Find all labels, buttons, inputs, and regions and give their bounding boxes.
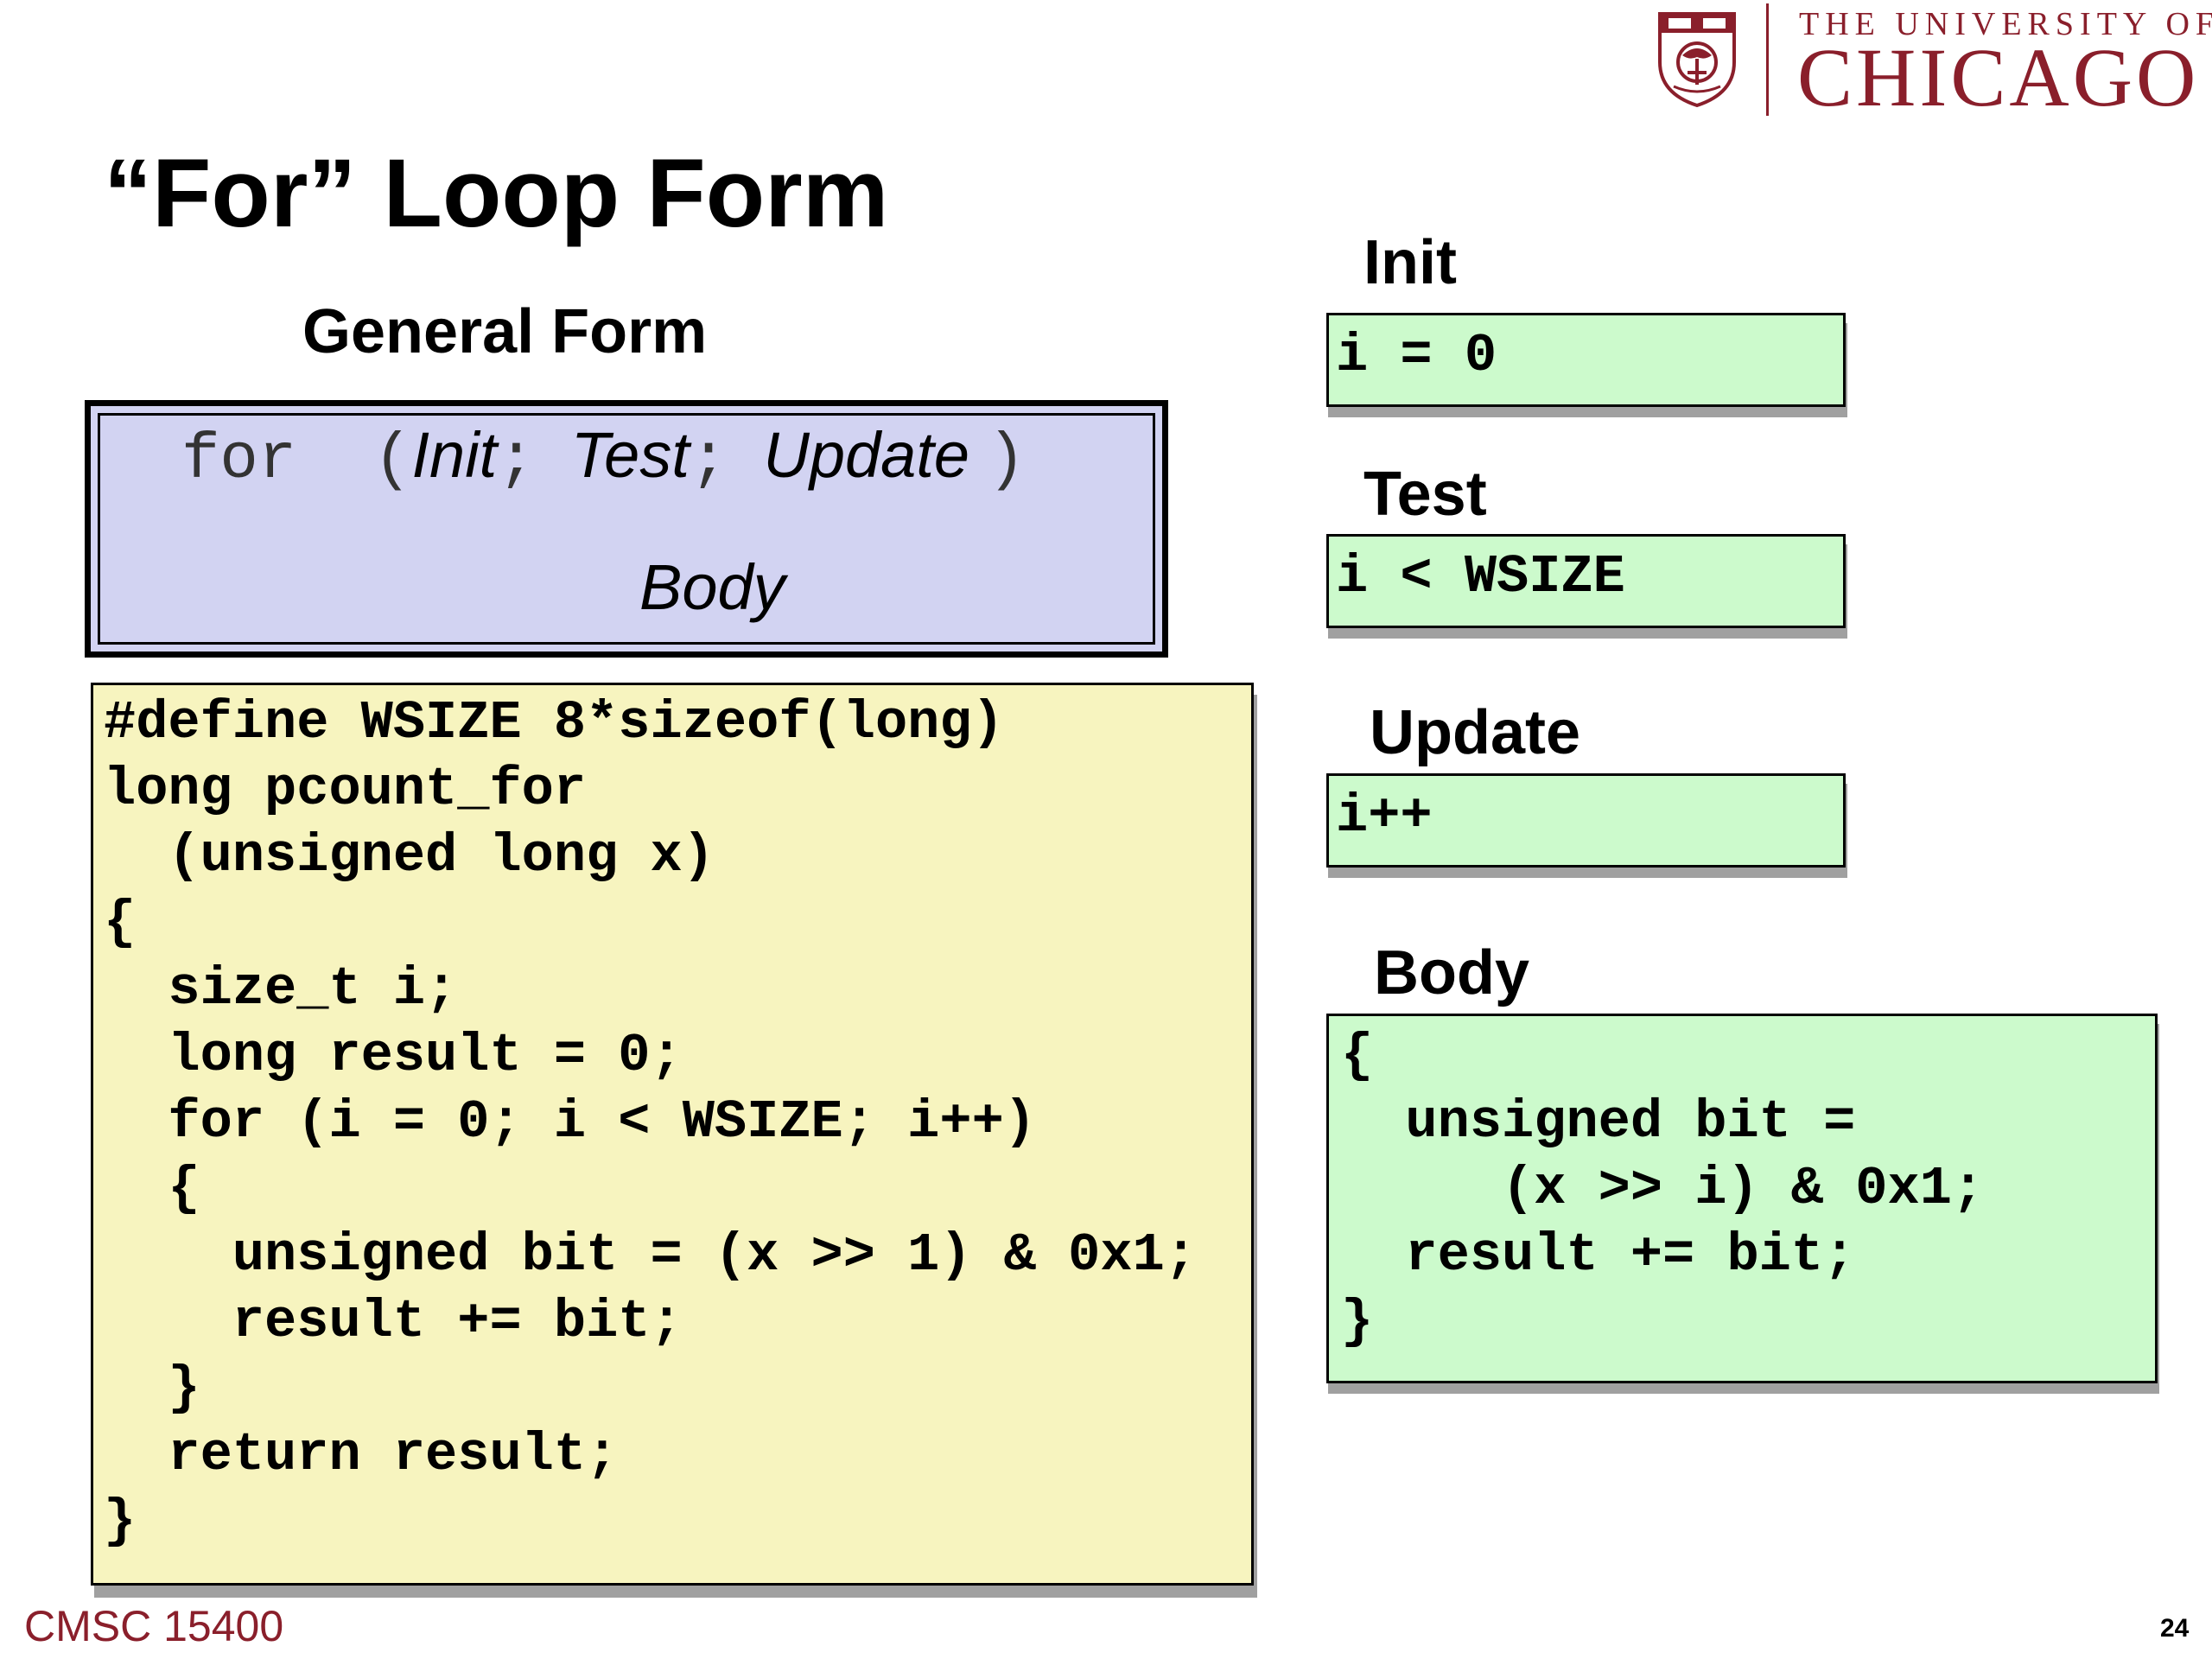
- code-line: return result;: [104, 1424, 619, 1485]
- code-line: {: [1341, 1025, 1374, 1086]
- init-placeholder: Init: [411, 419, 498, 491]
- for-keyword: for: [181, 424, 297, 497]
- code-line: {: [104, 892, 137, 953]
- code-example-box: [91, 683, 1254, 1586]
- body-label: Body: [1374, 938, 1529, 1007]
- code-line: }: [1341, 1291, 1374, 1352]
- body-placeholder: Body: [639, 551, 785, 623]
- page-number: 24: [2160, 1614, 2190, 1643]
- general-form-header-line: for (Init; Test; Update ): [181, 423, 1026, 493]
- body-box: [1326, 1014, 2158, 1383]
- code-line: long pcount_for: [104, 759, 587, 820]
- init-label: Init: [1363, 228, 1457, 297]
- general-form-box: [85, 400, 1168, 658]
- test-label: Test: [1363, 460, 1487, 529]
- code-line: }: [104, 1491, 137, 1552]
- semicolon-1: ;: [497, 424, 536, 497]
- logo-chicago-text: CHICAGO: [1797, 31, 2200, 124]
- code-line: long result = 0;: [104, 1025, 683, 1086]
- update-box: [1326, 773, 1846, 868]
- code-line: unsigned bit = (x >> 1) & 0x1;: [104, 1224, 1198, 1286]
- test-code: i < WSIZE: [1336, 546, 1625, 607]
- body-code: { unsigned bit = (x >> i) & 0x1; result …: [1341, 1022, 1984, 1355]
- code-line: }: [104, 1357, 200, 1419]
- update-label: Update: [1370, 698, 1581, 767]
- test-placeholder: Test: [570, 419, 690, 491]
- general-form-heading: General Form: [302, 297, 708, 366]
- logo-divider: [1766, 3, 1769, 116]
- code-line: (x >> i) & 0x1;: [1341, 1158, 1985, 1219]
- course-name: CMSC 15400: [24, 1602, 284, 1650]
- code-line: #define WSIZE 8*sizeof(long): [104, 692, 1004, 753]
- open-paren: (: [373, 424, 412, 497]
- code-line: unsigned bit =: [1341, 1091, 1856, 1153]
- code-line: for (i = 0; i < WSIZE; i++): [104, 1091, 1036, 1153]
- update-code: i++: [1336, 785, 1433, 847]
- init-box: [1326, 313, 1846, 407]
- code-line: result += bit;: [1341, 1224, 1856, 1286]
- logo-university-text: THE UNIVERSITY OF: [1799, 6, 2212, 42]
- slide-title: “For” Loop Form: [104, 139, 889, 247]
- general-form-inner-border: [98, 413, 1155, 645]
- close-paren: ): [987, 424, 1027, 497]
- test-box: [1326, 534, 1846, 628]
- code-line: size_t i;: [104, 958, 458, 1020]
- update-placeholder: Update: [763, 419, 970, 491]
- code-example: #define WSIZE 8*sizeof(long) long pcount…: [104, 690, 1197, 1554]
- init-code: i = 0: [1336, 325, 1497, 386]
- code-line: result += bit;: [104, 1291, 683, 1352]
- code-line: (unsigned long x): [104, 825, 715, 887]
- code-line: {: [104, 1158, 200, 1219]
- university-shield-icon: [1658, 12, 1736, 107]
- semicolon-2: ;: [689, 424, 728, 497]
